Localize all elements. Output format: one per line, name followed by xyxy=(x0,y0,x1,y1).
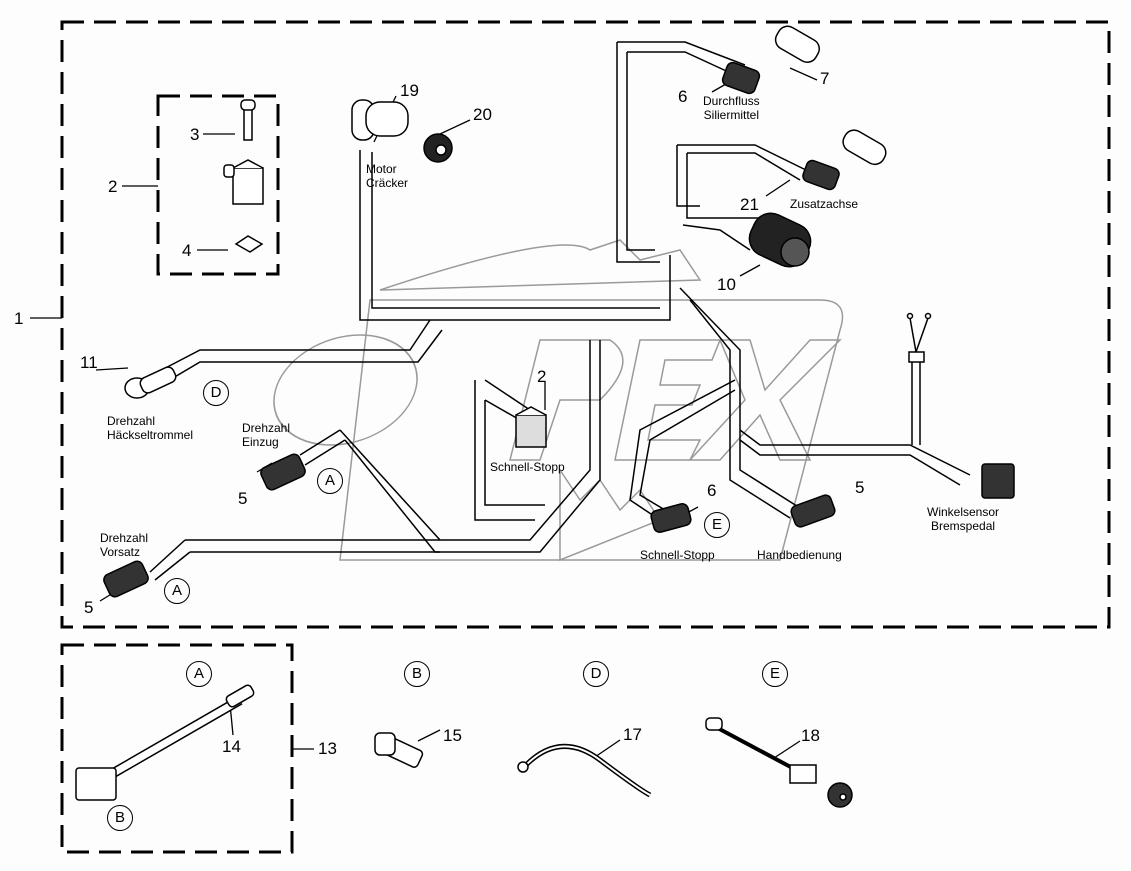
ref-circle-b-kit: B xyxy=(107,805,133,831)
bolt-3 xyxy=(240,99,256,141)
callout-6-top: 6 xyxy=(678,87,688,106)
label-zusatzachse: Zusatzachse xyxy=(790,197,859,211)
sensor-11 xyxy=(124,366,177,399)
plug-zusatzachse xyxy=(842,129,887,166)
kit-boundary-13 xyxy=(60,643,294,854)
plug-7 xyxy=(774,25,821,63)
connector-5-einzug xyxy=(260,453,306,491)
bolt-15 xyxy=(374,732,424,768)
connector-5-vorsatz xyxy=(103,560,149,598)
callout-20: 20 xyxy=(473,105,492,124)
leader-lines xyxy=(30,67,831,759)
ref-circle-d: D xyxy=(203,380,229,406)
ref-circle-e-part: E xyxy=(762,661,788,687)
callout-1: 1 xyxy=(14,309,24,328)
kit-boundaries xyxy=(60,20,1111,854)
cap-20 xyxy=(423,133,453,163)
angle-connector-19 xyxy=(351,99,409,141)
callout-5-vorsatz: 5 xyxy=(84,598,94,617)
harness-boundary-1 xyxy=(60,20,1111,629)
label-handbedienung: Handbedienung xyxy=(757,548,842,562)
callout-4: 4 xyxy=(182,241,192,260)
ref-circle-a-einzug: A xyxy=(317,468,343,494)
plug-connector-2 xyxy=(223,159,264,205)
connector-6-top xyxy=(721,61,761,95)
callout-5-handbedienung: 5 xyxy=(855,478,865,497)
callout-2: 2 xyxy=(108,177,118,196)
kit-boundary-2 xyxy=(156,94,280,276)
ref-circle-b-part: B xyxy=(404,661,430,687)
parts xyxy=(75,25,1015,808)
ref-circle-a-vorsatz: A xyxy=(164,578,190,604)
callout-7: 7 xyxy=(820,69,830,88)
callout-2-center: 2 xyxy=(537,367,547,386)
callout-5-einzug: 5 xyxy=(238,489,248,508)
callout-18: 18 xyxy=(801,726,820,745)
connector-winkelsensor xyxy=(981,463,1015,499)
callout-13: 13 xyxy=(318,739,337,758)
callout-3: 3 xyxy=(190,125,200,144)
ref-circle-a-kit: A xyxy=(186,661,212,687)
adapter-cable-14 xyxy=(75,684,255,801)
ref-circle-d-part: D xyxy=(583,661,609,687)
valve-plug-2-center xyxy=(515,406,547,448)
connector-5-handbedienung xyxy=(790,494,836,528)
label-schnell-stopp-center: Schnell-Stopp xyxy=(490,460,565,474)
harness-cables xyxy=(149,41,971,581)
round-connector-10 xyxy=(748,212,812,268)
connector-6-schnellstopp xyxy=(650,503,692,533)
sensor-leads xyxy=(906,312,932,363)
callout-21: 21 xyxy=(740,195,759,214)
ref-circle-e: E xyxy=(704,512,730,538)
seal-4 xyxy=(234,235,264,253)
cable-17 xyxy=(517,744,652,798)
callout-10: 10 xyxy=(717,275,736,294)
label-schnell-stopp-e: Schnell-Stopp xyxy=(640,548,715,562)
callout-11: 11 xyxy=(80,353,98,372)
opex-watermark xyxy=(273,239,844,562)
callout-15: 15 xyxy=(443,726,462,745)
callout-17: 17 xyxy=(623,725,642,744)
callout-19: 19 xyxy=(400,81,419,100)
callout-6-schnellstopp: 6 xyxy=(707,481,717,500)
callout-14: 14 xyxy=(222,737,241,756)
switch-18 xyxy=(705,717,853,808)
connector-21 xyxy=(802,159,840,191)
